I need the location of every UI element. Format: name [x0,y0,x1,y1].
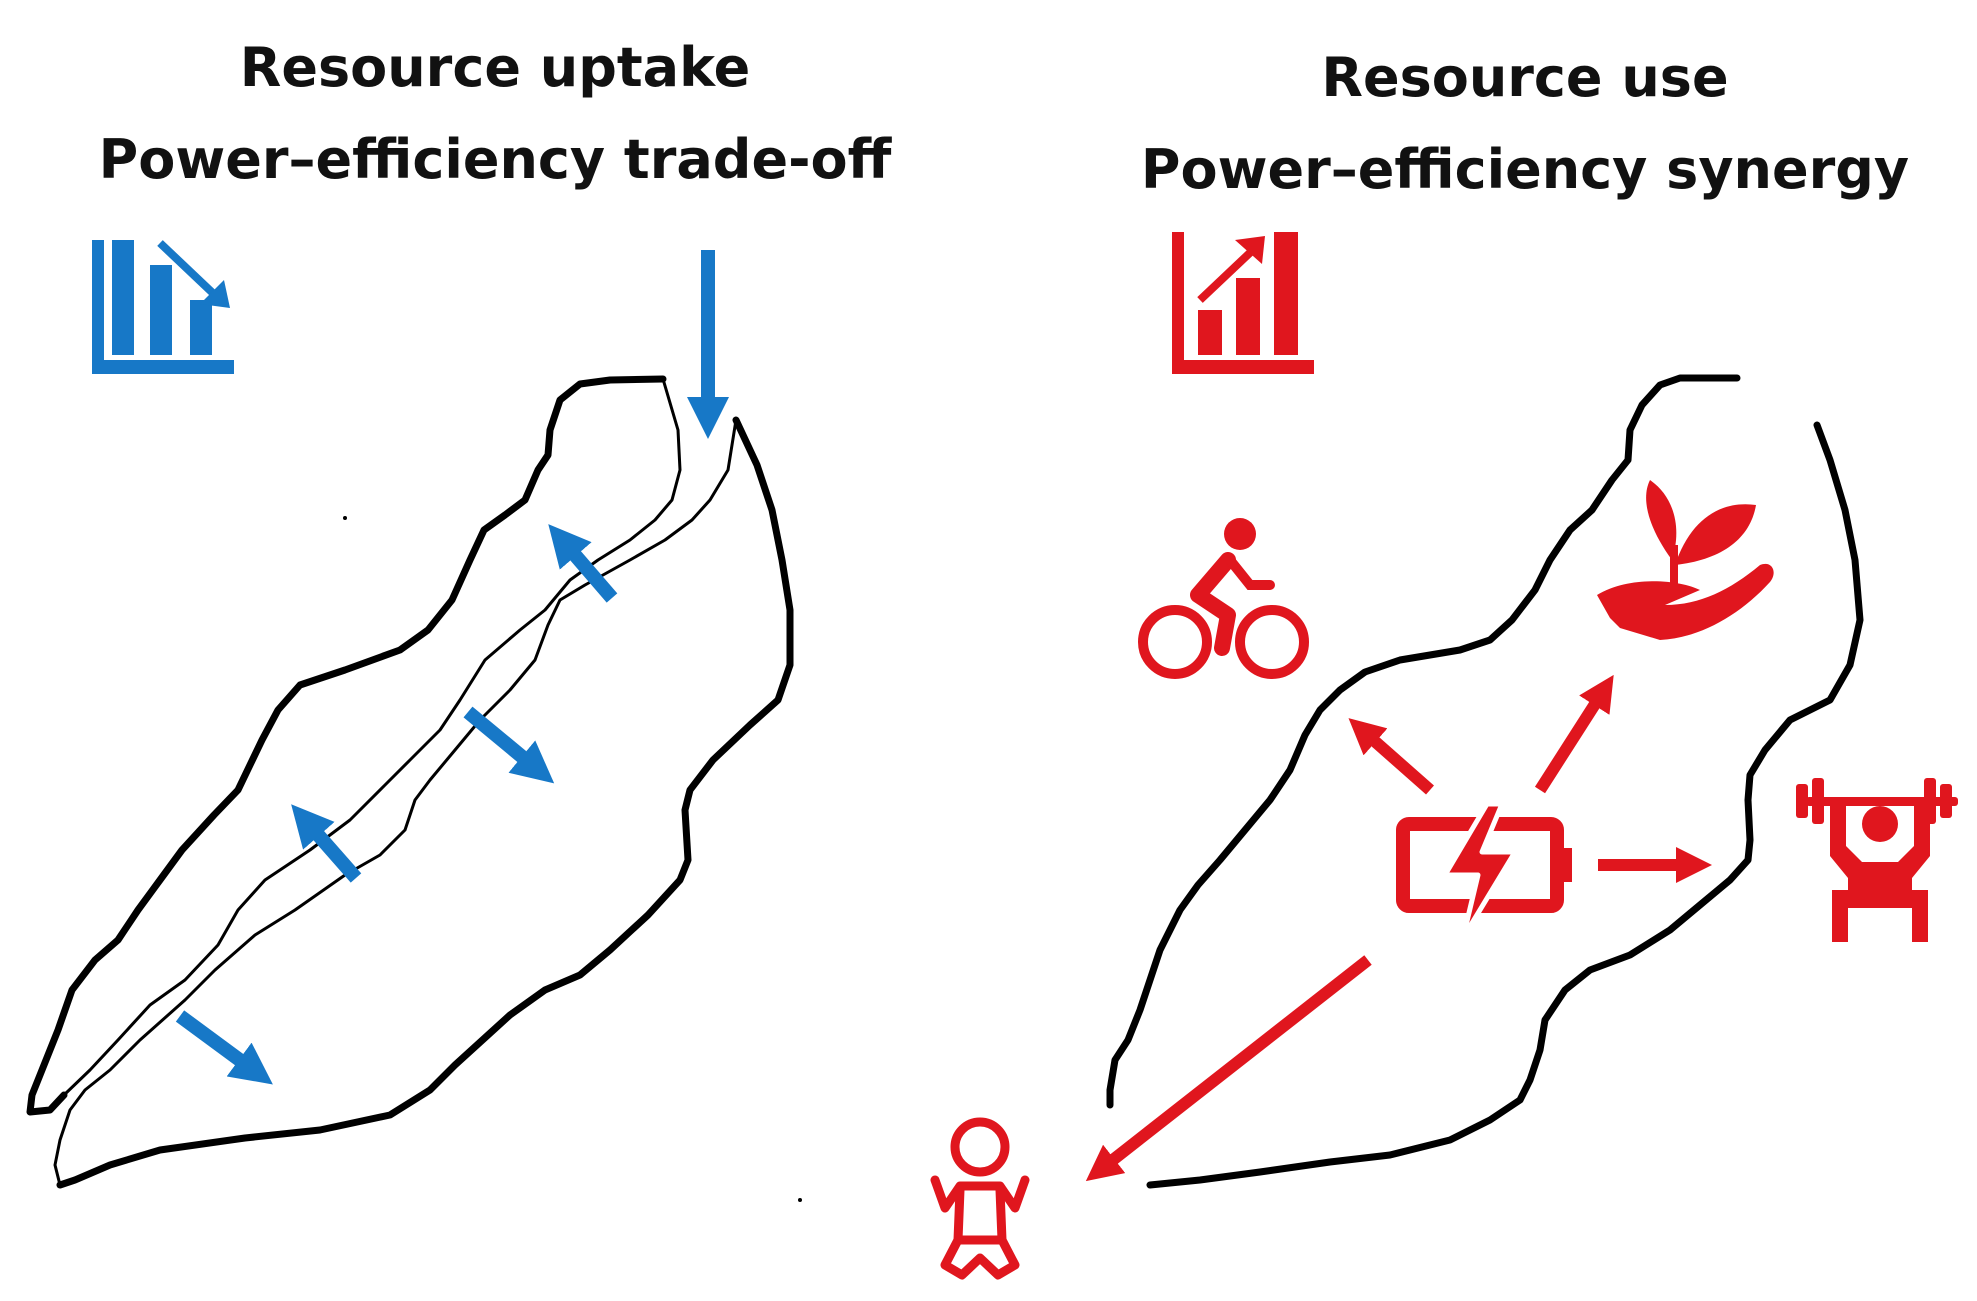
baby-icon [930,1117,1030,1280]
left-panel-title: Resource uptake Power–efficiency trade-o… [0,22,990,206]
channel-arrow-up-2 [291,804,362,883]
arrow-to-offspring [1085,955,1372,1182]
channel-arrow-down-2 [175,1010,273,1085]
right-title-line2: Power–efficiency synergy [1140,138,1910,201]
arrow-to-growth [1534,674,1614,794]
channel-arrow-up-1 [548,524,618,603]
plant-in-hand-icon [1597,480,1774,640]
uptake-channel-walls [53,377,738,1187]
uptake-arrows [175,250,729,1085]
right-panel-title: Resource use Power–efficiency synergy [1075,32,1975,216]
allocation-arrows [1085,674,1712,1182]
left-title-line2: Power–efficiency trade-off [98,128,892,191]
arrow-to-activity [1348,718,1434,795]
use-outline [1106,374,1864,1189]
right-title-line1: Resource use [1321,46,1729,109]
weightlifter-icon [1796,778,1958,942]
cyclist-icon [1138,518,1309,679]
bar-chart-increase-icon [1172,232,1314,374]
channel-arrow-down-1 [463,706,555,784]
bar-chart-decrease-icon [92,240,234,374]
speck [343,516,347,520]
speck [798,1198,802,1202]
left-title-line1: Resource uptake [239,36,751,99]
uptake-outer-outline [26,375,794,1189]
battery-energy-icon [1396,801,1572,941]
